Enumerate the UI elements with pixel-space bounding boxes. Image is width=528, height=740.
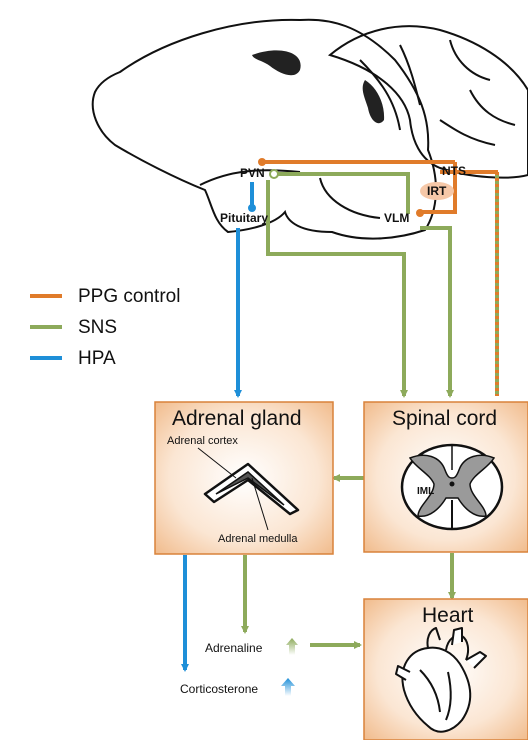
vlm-node (416, 209, 424, 217)
heart-box: Heart (364, 599, 528, 740)
adrenal-gland-title: Adrenal gland (172, 407, 302, 430)
adrenal-gland-box: Adrenal gland Adrenal cortex Adrenal med… (155, 402, 333, 554)
central-canal (450, 482, 455, 487)
corticosterone-up-arrow (281, 678, 295, 696)
adrenal-cortex-label: Adrenal cortex (167, 435, 238, 447)
pvn-sns-node (270, 170, 278, 178)
vlm-label: VLM (384, 211, 409, 225)
irt-label: IRT (427, 184, 447, 198)
ventricle-shape (252, 50, 301, 75)
adrenaline-up-arrow (286, 638, 298, 655)
legend: PPG control SNS HPA (30, 286, 180, 369)
legend-label-sns: SNS (78, 317, 117, 338)
adrenaline-label: Adrenaline (205, 641, 263, 655)
pvn-label: PVN (240, 166, 265, 180)
legend-label-ppg: PPG control (78, 286, 180, 307)
heart-title: Heart (422, 604, 474, 627)
legend-label-hpa: HPA (78, 348, 116, 369)
pvn-node (258, 158, 266, 166)
adrenal-medulla-label: Adrenal medulla (218, 533, 298, 545)
nts-label: NTS (442, 164, 466, 178)
brain-outline (93, 20, 528, 239)
spinal-cord-title: Spinal cord (392, 407, 497, 430)
pituitary-label: Pituitary (220, 211, 268, 225)
spinal-cord-box: Spinal cord IML (364, 402, 528, 552)
iml-label: IML (417, 486, 434, 497)
corticosterone-label: Corticosterone (180, 682, 258, 696)
ventricle-shape (363, 80, 384, 123)
